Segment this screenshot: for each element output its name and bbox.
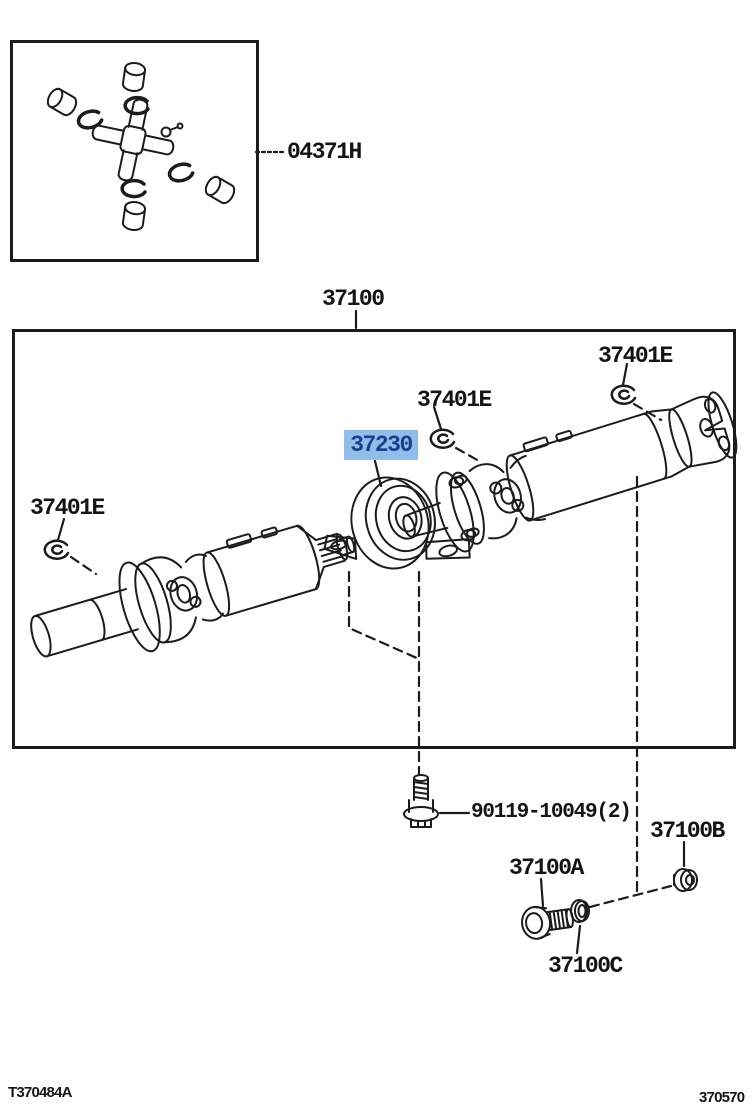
part-label-04371h[interactable]: 04371H — [287, 139, 362, 165]
part-label-37401e-left[interactable]: 37401E — [30, 495, 105, 521]
part-label-37401e-right[interactable]: 37401E — [598, 343, 673, 369]
drawing-code: T370484A — [8, 1084, 72, 1101]
part-label-90119-10049[interactable]: 90119-10049(2) — [471, 801, 632, 824]
center-bearing-bolt-drawing — [403, 774, 439, 828]
part-label-37401e-middle[interactable]: 37401E — [417, 387, 492, 413]
part-label-37100[interactable]: 37100 — [322, 286, 385, 312]
leader-washer-nut-dashed — [588, 884, 673, 909]
part-label-37100a[interactable]: 37100A — [509, 855, 584, 881]
part-label-37230-highlighted[interactable]: 37230 — [344, 430, 418, 460]
part-label-37100b[interactable]: 37100B — [650, 818, 725, 844]
flange-bolt-drawing — [521, 905, 574, 940]
shaft-assembly-outline-box — [12, 329, 736, 749]
part-label-37100c[interactable]: 37100C — [548, 953, 623, 979]
flange-nut-drawing — [673, 868, 698, 892]
leader-37100a — [539, 877, 545, 908]
u-joint-kit-inset-box — [10, 40, 259, 262]
flange-washer-drawing — [570, 899, 590, 923]
figure-number: 370570 — [699, 1089, 745, 1106]
leader-37100c — [575, 924, 582, 955]
